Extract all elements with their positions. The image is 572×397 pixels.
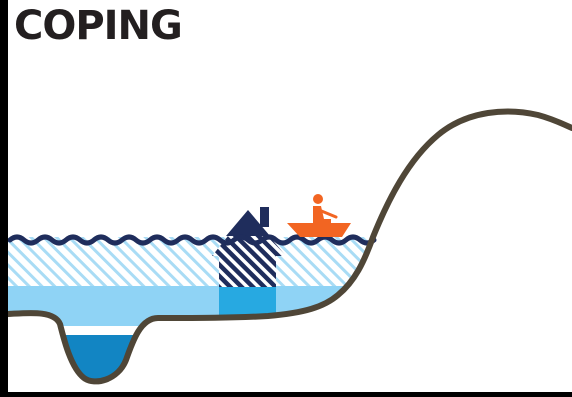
flood-water bbox=[8, 237, 388, 392]
submerged-house-icon bbox=[212, 207, 286, 316]
diagram-canvas: COPING bbox=[8, 0, 572, 392]
flood-coping-illustration bbox=[8, 0, 572, 392]
house-lower-water bbox=[219, 287, 276, 316]
rowing-boat-icon bbox=[287, 194, 351, 237]
person-rowing-icon bbox=[313, 194, 336, 223]
